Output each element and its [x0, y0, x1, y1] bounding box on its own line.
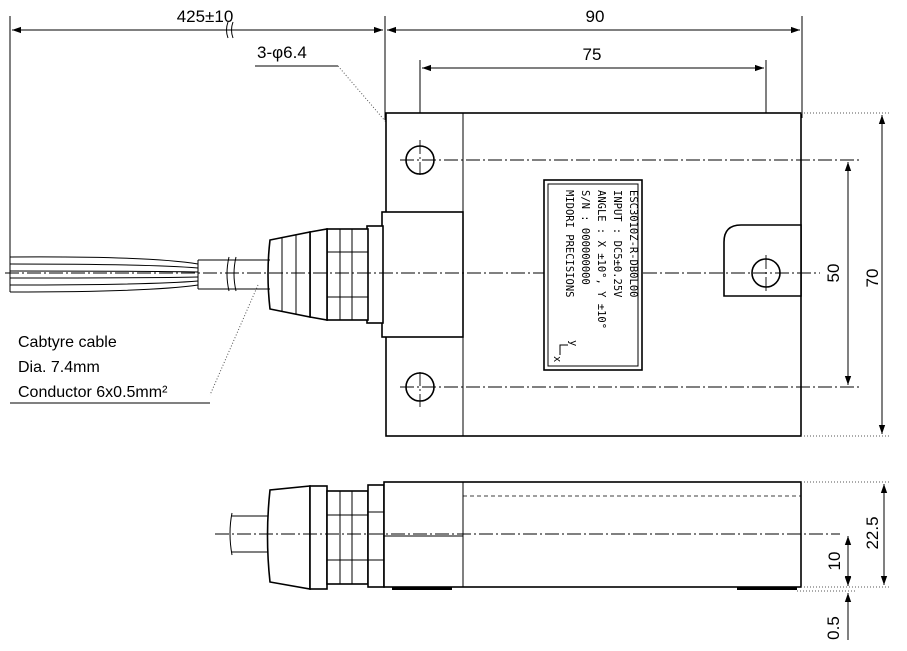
- cable: [197, 256, 270, 292]
- cable-note-line2: Dia. 7.4mm: [18, 359, 100, 376]
- dim-base-height: 10: [825, 536, 852, 585]
- cable-gland: [267, 228, 369, 321]
- dim-cable-length: 425±10: [9, 7, 383, 258]
- dim-thickness-label: 22.5: [863, 516, 882, 549]
- cable-note: Cabtyre cable Dia. 7.4mm Conductor 6x0.5…: [10, 284, 259, 404]
- gland-collar: [366, 225, 384, 324]
- holes-callout-label: 3-φ6.4: [257, 43, 307, 62]
- dim-foot-height-label: 0.5: [824, 616, 843, 640]
- dim-foot-height: 0.5: [797, 570, 855, 640]
- foot: [392, 587, 452, 590]
- cable-note-line1: Cabtyre cable: [18, 334, 117, 351]
- nameplate-line4: S/N : 000000000: [579, 190, 591, 285]
- cable-gland-side: [266, 484, 385, 590]
- mounting-holes: [400, 140, 860, 407]
- cable-wires: [9, 256, 199, 293]
- axis-icon: [559, 344, 568, 355]
- dim-width: 90: [384, 7, 803, 120]
- dim-hole-pitch-y-label: 50: [824, 264, 843, 283]
- nameplate-line5: MIDORI PRECISIONS: [563, 190, 575, 297]
- dim-hole-pitch-y: 50: [824, 162, 852, 385]
- nameplate-line3: ANGLE : X ±10°, Y ±10°: [595, 190, 607, 329]
- gland-boss: [381, 211, 464, 338]
- axis-x-label: x: [551, 356, 563, 362]
- dim-hole-pitch-x-label: 75: [583, 45, 602, 64]
- dim-width-label: 90: [586, 7, 605, 26]
- dim-thickness: 22.5: [801, 481, 890, 588]
- nameplate-line1: ESC3010Z-R-DB0L00: [627, 190, 639, 297]
- nameplate: ESC3010Z-R-DB0L00 INPUT : DC5±0.25V ANGL…: [543, 179, 643, 371]
- axis-y-label: y: [567, 340, 579, 346]
- dim-height-label: 70: [863, 269, 882, 288]
- dim-cable-length-label: 425±10: [177, 7, 234, 26]
- cable-note-line3: Conductor 6x0.5mm²: [18, 384, 168, 401]
- sensor-body-side: [383, 481, 802, 590]
- holes-callout: 3-φ6.4: [255, 43, 411, 151]
- cable-side: [229, 512, 270, 556]
- nameplate-line2: INPUT : DC5±0.25V: [611, 190, 623, 298]
- dim-height: 70: [801, 112, 890, 437]
- foot: [737, 587, 797, 590]
- dim-base-height-label: 10: [825, 552, 844, 571]
